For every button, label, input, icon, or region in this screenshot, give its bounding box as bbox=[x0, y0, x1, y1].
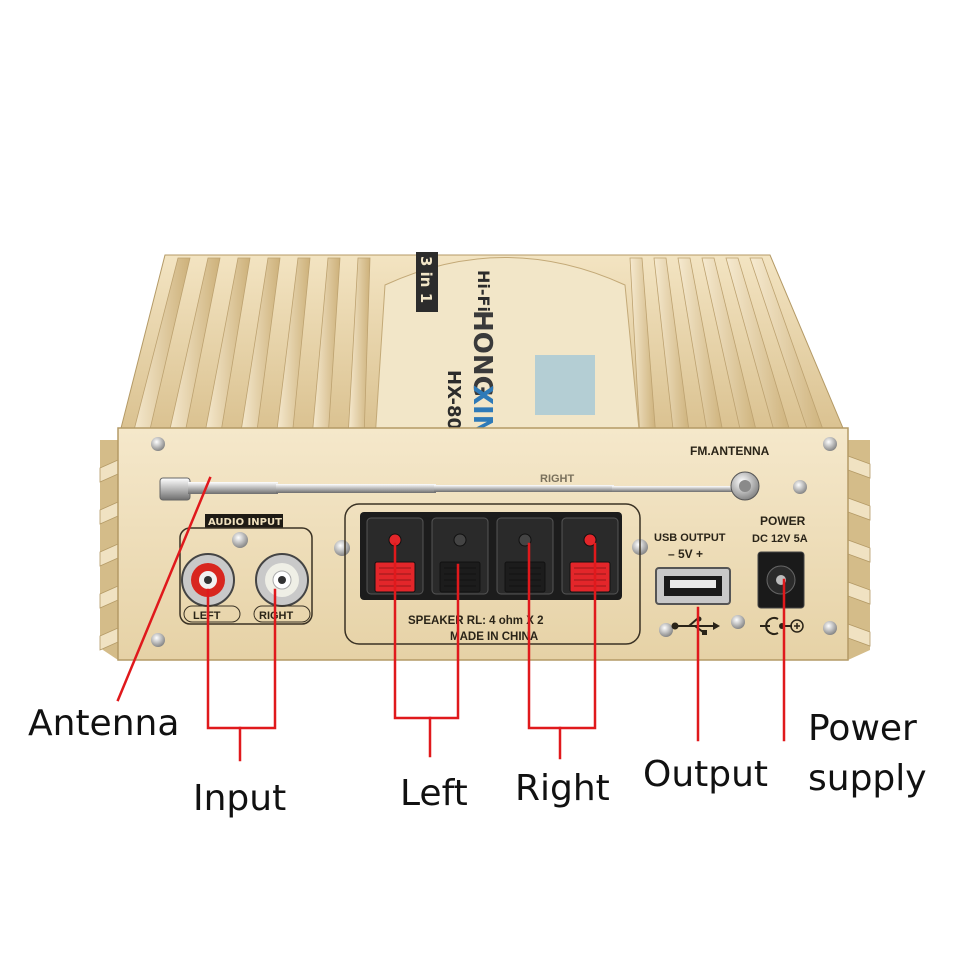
power-callout-label-line1: Power bbox=[808, 708, 917, 749]
front-panel: FM.ANTENNA RIGHT AUDIO INPUT bbox=[117, 427, 849, 661]
usb-output-label: USB OUTPUT bbox=[654, 532, 726, 544]
right-callout-bracket bbox=[527, 542, 597, 730]
audio-input-label: AUDIO INPUT bbox=[208, 517, 282, 528]
usb-port[interactable] bbox=[655, 567, 731, 605]
speaker-spec-label: SPEAKER RL: 4 ohm X 2 bbox=[408, 615, 543, 627]
left-callout-bracket bbox=[393, 542, 460, 720]
speaker-top-label: RIGHT bbox=[540, 473, 575, 485]
blue-sticker bbox=[535, 355, 595, 415]
antenna-callout-line bbox=[116, 476, 212, 702]
brand-badge: 3 in 1 bbox=[417, 256, 435, 303]
made-in-label: MADE IN CHINA bbox=[450, 631, 538, 643]
speaker-terminal[interactable] bbox=[561, 517, 619, 595]
speaker-terminal[interactable] bbox=[431, 517, 489, 595]
power-spec-label: DC 12V 5A bbox=[752, 533, 808, 545]
power-section: POWER DC 12V 5A bbox=[752, 514, 808, 635]
screw bbox=[823, 621, 837, 635]
speaker-terminal-section: SPEAKER RL: 4 ohm X 2 MADE IN CHINA bbox=[344, 503, 641, 645]
screw bbox=[659, 623, 673, 637]
screw bbox=[731, 615, 745, 629]
speaker-terminal[interactable] bbox=[496, 517, 554, 595]
screw bbox=[334, 540, 350, 556]
screw bbox=[823, 437, 837, 451]
screw bbox=[793, 480, 807, 494]
side-fins-left bbox=[99, 459, 119, 651]
audio-input-section: AUDIO INPUT LEFT RIGHT bbox=[179, 514, 313, 625]
left-callout-label: Left bbox=[400, 773, 468, 814]
brand-name-1: HONG bbox=[467, 310, 497, 397]
usb-output-section: USB OUTPUT – 5V + bbox=[654, 532, 731, 635]
input-callout-bracket bbox=[206, 588, 277, 730]
brand-series-text: Hi-Fi bbox=[474, 270, 493, 312]
power-label: POWER bbox=[760, 514, 806, 528]
antenna-callout-label: Antenna bbox=[28, 703, 179, 744]
output-callout-label: Output bbox=[643, 754, 768, 795]
callout-labels: Antenna Input Left Right Output Power su… bbox=[28, 703, 927, 819]
rca-right-jack[interactable] bbox=[255, 553, 309, 607]
brand-model: HX-808 bbox=[443, 370, 464, 443]
amplifier-body: Hi-Fi HONG XING HX-808 3 in 1 bbox=[99, 252, 871, 660]
heatsink-fins-right bbox=[629, 257, 827, 439]
rca-left-jack[interactable] bbox=[181, 553, 235, 607]
screw bbox=[151, 633, 165, 647]
callout-lines bbox=[116, 476, 786, 762]
screw bbox=[151, 437, 165, 451]
usb-voltage-label: – 5V + bbox=[668, 547, 703, 561]
side-fins-right bbox=[847, 455, 871, 647]
fm-antenna-label: FM.ANTENNA bbox=[690, 444, 770, 458]
input-callout-label: Input bbox=[193, 778, 286, 819]
power-callout-label-line2: supply bbox=[808, 758, 927, 799]
antenna-rod bbox=[159, 471, 760, 501]
dc-power-jack[interactable] bbox=[757, 551, 805, 609]
screw bbox=[232, 532, 248, 548]
heatsink-fins-left bbox=[131, 257, 371, 439]
right-callout-label: Right bbox=[515, 768, 610, 809]
